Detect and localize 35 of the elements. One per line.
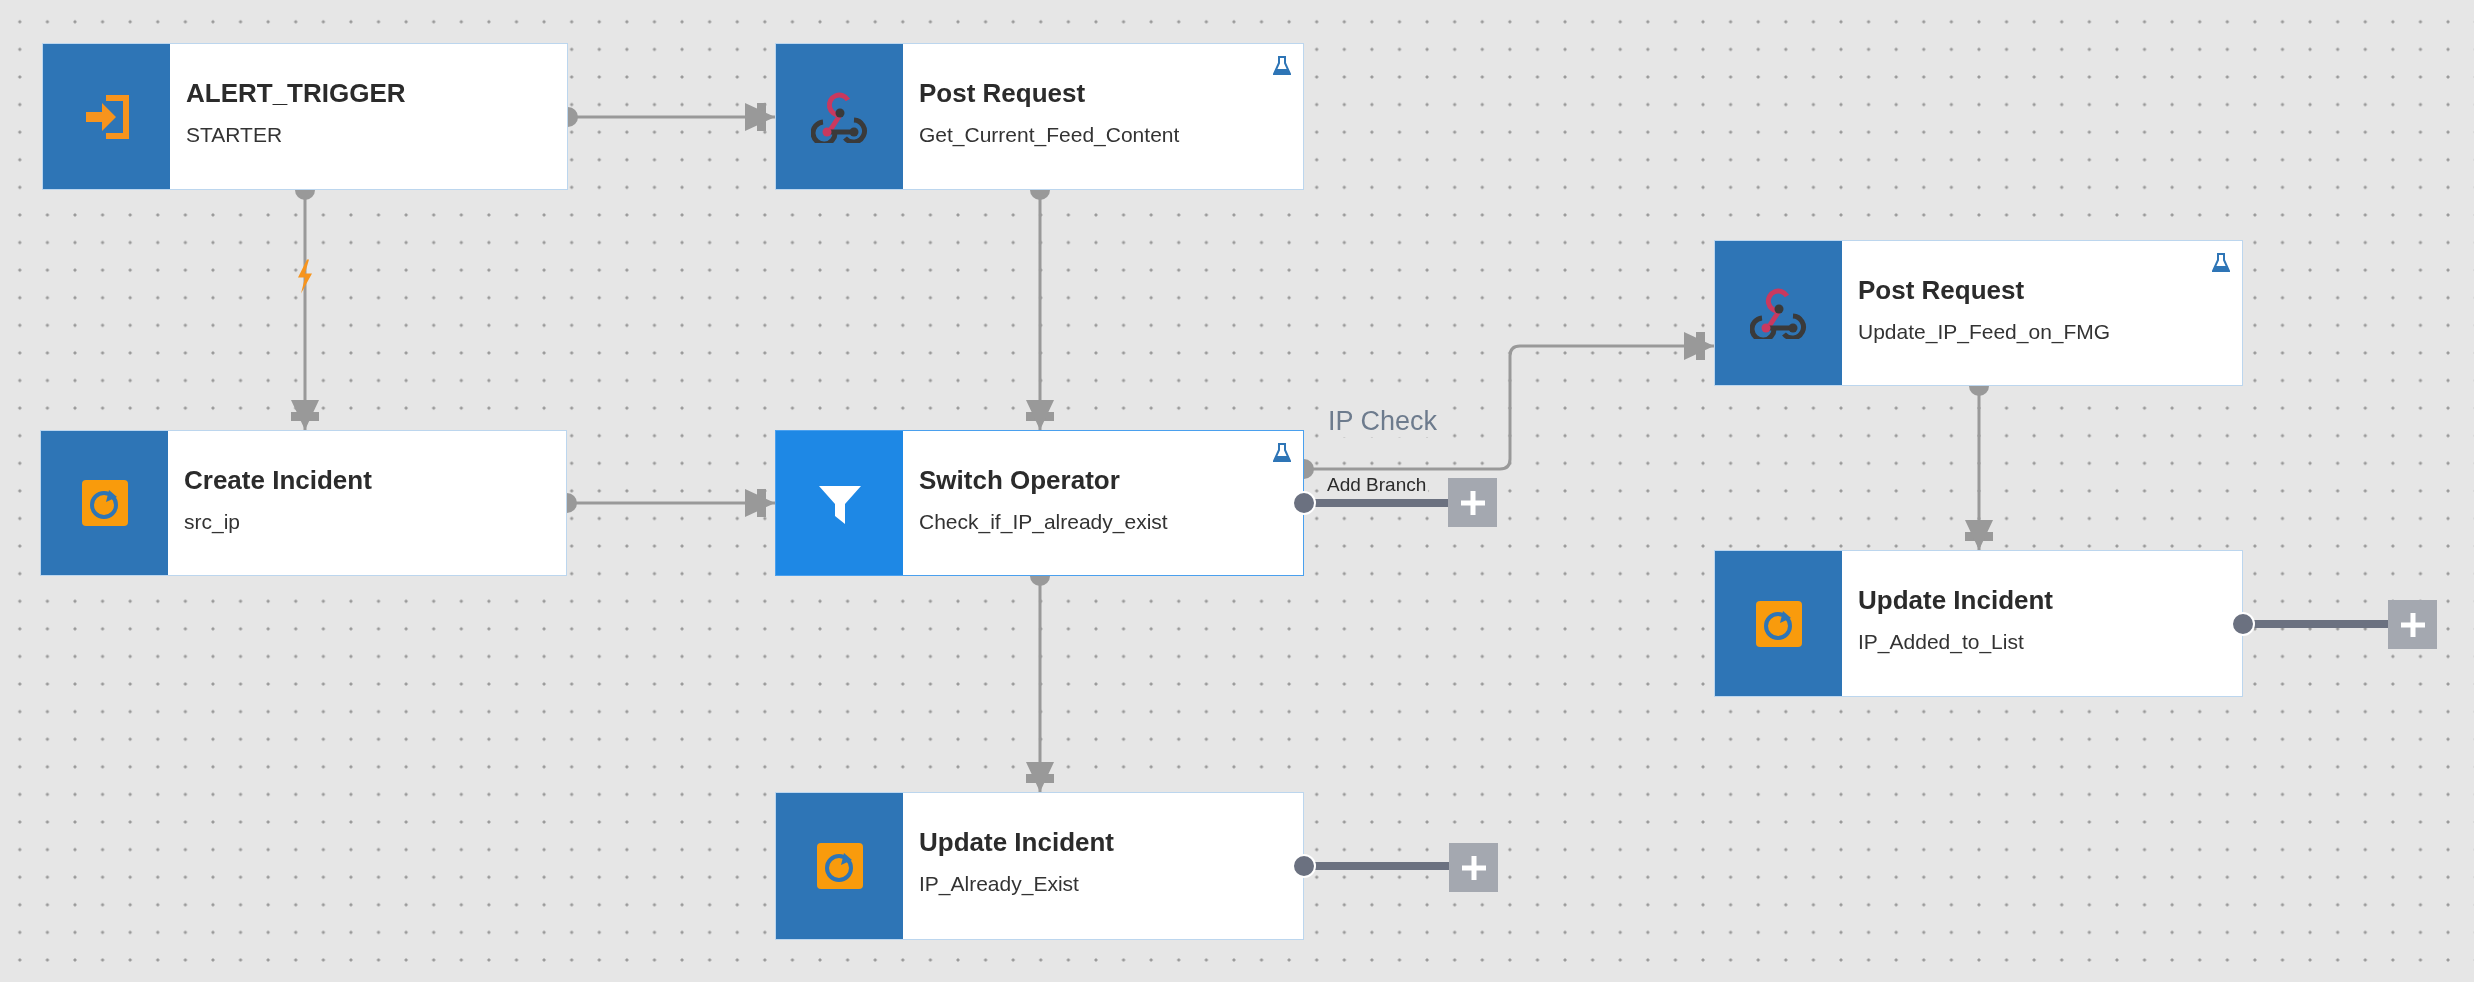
node-subtitle: IP_Already_Exist xyxy=(919,872,1079,896)
connector-arrow xyxy=(291,190,319,430)
node-subtitle: Get_Current_Feed_Content xyxy=(919,123,1180,147)
node-subtitle: src_ip xyxy=(184,510,241,534)
action-card xyxy=(775,430,1304,576)
action-card xyxy=(42,43,568,190)
node-title: Post Request xyxy=(1858,275,2025,306)
add-button xyxy=(2388,600,2437,649)
node-title: Update Incident xyxy=(919,827,1114,858)
node-subtitle: IP_Added_to_List xyxy=(1858,630,2024,654)
action-card xyxy=(1714,550,2243,697)
connector-line xyxy=(2231,612,2388,636)
node-title: Post Request xyxy=(919,78,1086,109)
connector-arrow xyxy=(1026,576,1054,792)
node-title: ALERT_TRIGGER xyxy=(186,78,406,109)
action-card xyxy=(775,43,1304,190)
node-title: Create Incident xyxy=(184,465,372,496)
connector-arrow xyxy=(1965,386,1993,550)
edge-label: IP Check xyxy=(1328,406,1438,437)
action-card xyxy=(775,792,1304,940)
connector-arrow xyxy=(567,489,775,517)
action-card xyxy=(1714,240,2243,386)
connector-arrow xyxy=(1304,332,1714,479)
connector-arrow xyxy=(568,103,775,131)
add-button xyxy=(1449,843,1498,892)
node-title: Switch Operator xyxy=(919,465,1120,496)
connector-arrow xyxy=(1026,190,1054,430)
node-title: Update Incident xyxy=(1858,585,2053,616)
action-card xyxy=(40,430,567,576)
node-subtitle: Update_IP_Feed_on_FMG xyxy=(1858,320,2111,344)
connector-line xyxy=(1292,854,1449,878)
node-subtitle: Check_if_IP_already_exist xyxy=(919,510,1168,534)
connector-line xyxy=(1292,491,1448,515)
node-subtitle: STARTER xyxy=(186,123,283,147)
add-button xyxy=(1448,478,1497,527)
